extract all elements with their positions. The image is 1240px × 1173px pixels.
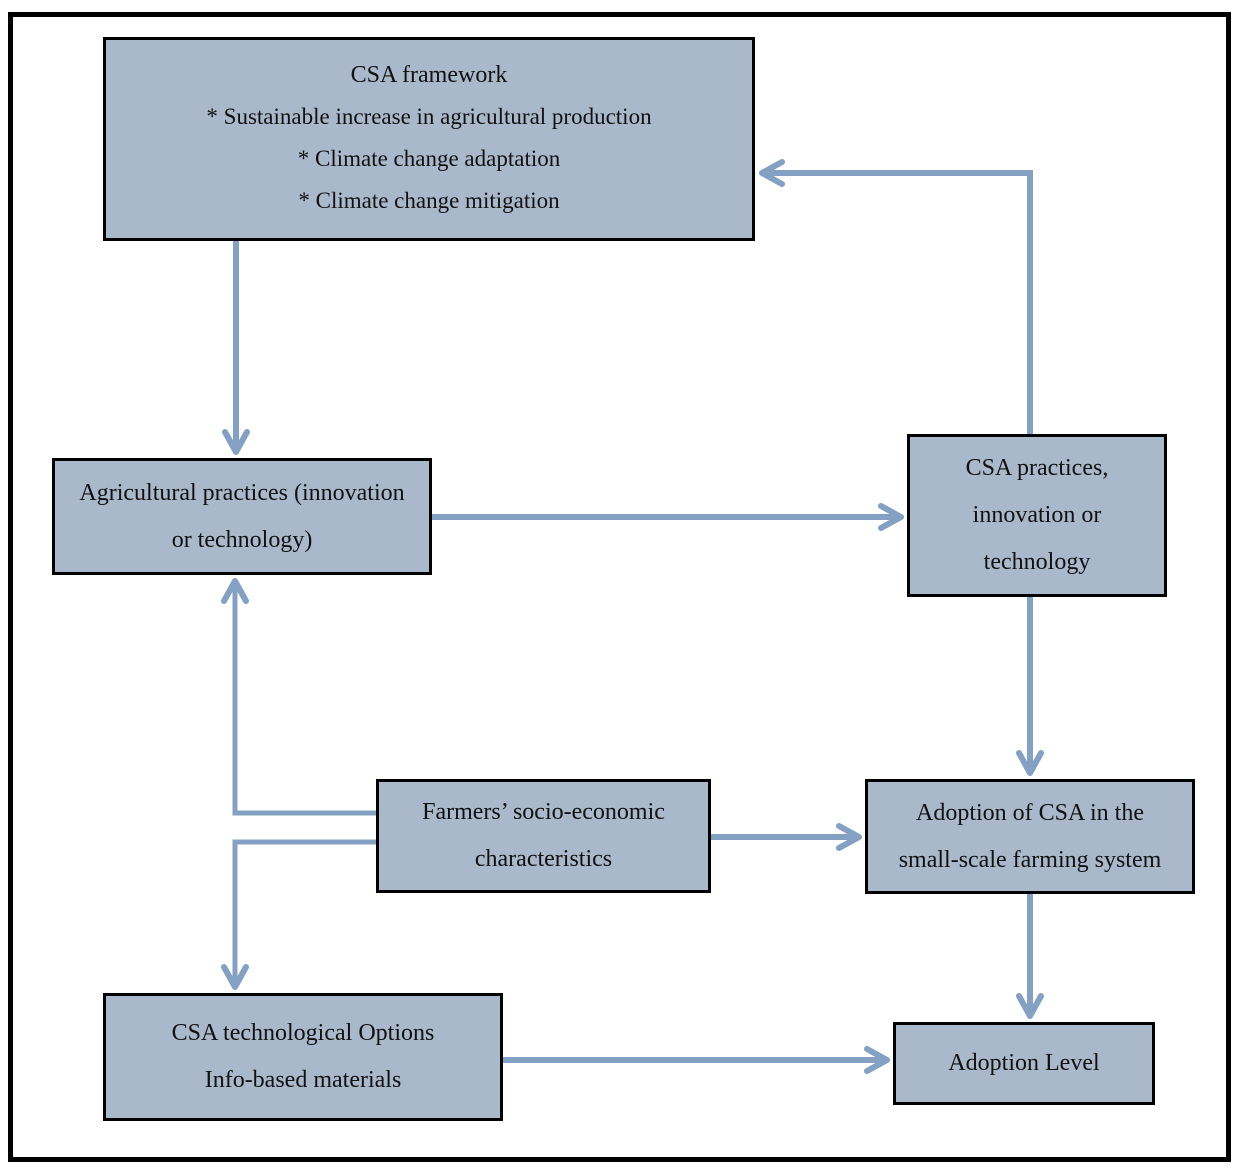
csa-framework-box: CSA framework * Sustainable increase in …	[103, 37, 755, 241]
diagram-outer-frame	[8, 12, 1231, 1162]
csa-framework-title: CSA framework	[350, 62, 508, 88]
csa-framework-items: * Sustainable increase in agricultural p…	[206, 104, 652, 213]
adoption-level-label: Adoption Level	[948, 1050, 1100, 1076]
adoption-level-box: Adoption Level	[893, 1022, 1155, 1105]
